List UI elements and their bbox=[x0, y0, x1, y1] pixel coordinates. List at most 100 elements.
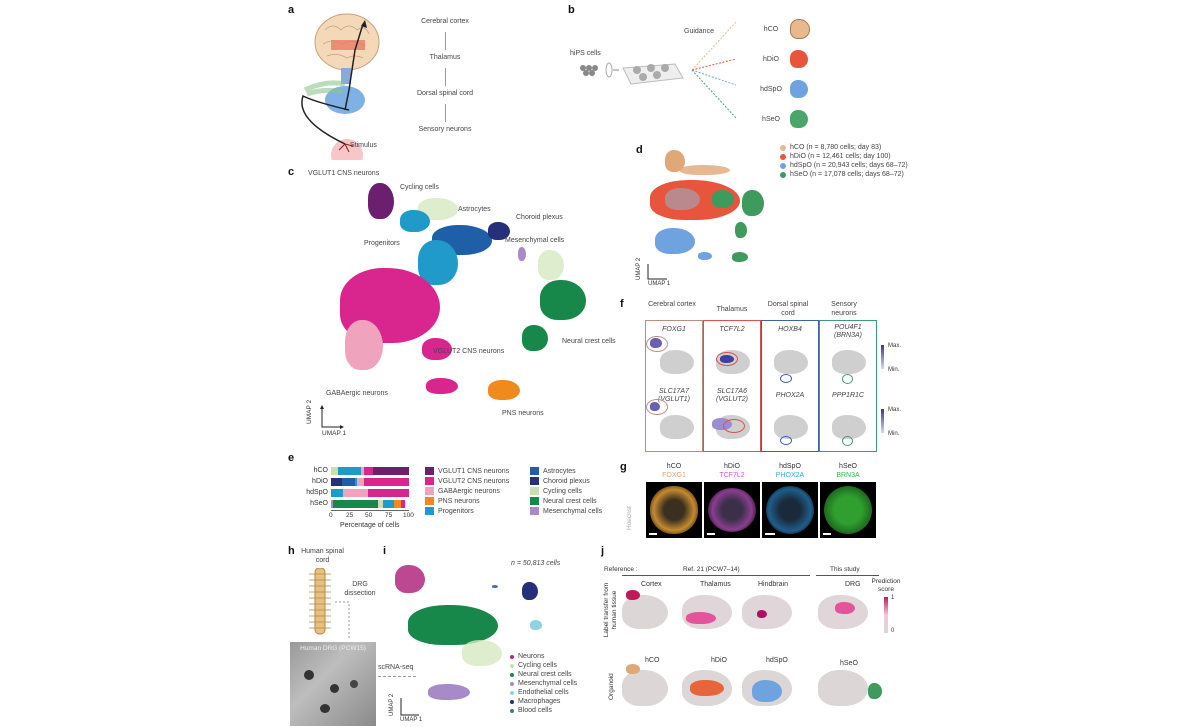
legend-item: Endothelial cells bbox=[510, 688, 577, 697]
drg-microscopy-image: Human DRG (PCW15) bbox=[290, 642, 376, 726]
legend-item: Progenitors bbox=[425, 506, 509, 516]
bar-row: hDiO bbox=[300, 477, 409, 486]
legend-item: Astrocytes bbox=[530, 466, 602, 476]
reference-divider bbox=[622, 575, 810, 576]
legend-item: Mesenchymal cells bbox=[530, 506, 602, 516]
hoechst-label: Hoechst bbox=[626, 506, 633, 530]
umap-endothelial bbox=[530, 620, 542, 630]
bar-segment bbox=[363, 466, 374, 475]
bar-segment bbox=[331, 488, 343, 497]
organoid-column-label: hSeO bbox=[840, 660, 858, 667]
umap-axes-icon bbox=[320, 405, 344, 429]
x-axis-title: Percentage of cells bbox=[340, 522, 400, 529]
legend-item: GABAergic neurons bbox=[425, 486, 509, 496]
column-title: Dorsal spinal cord bbox=[767, 301, 809, 317]
legend-item: VGLUT2 CNS neurons bbox=[425, 476, 509, 486]
gene-label: SLC17A7 (VGLUT1) bbox=[658, 388, 690, 403]
bar-segment bbox=[341, 477, 356, 486]
bar-segment bbox=[338, 466, 361, 475]
umap-cluster-vglut1 bbox=[368, 183, 394, 219]
umap-cluster-cycling bbox=[418, 198, 458, 220]
umap-y-label: UMAP 2 bbox=[389, 693, 395, 716]
scale-min-label: Min. bbox=[888, 367, 900, 373]
thalamus-box bbox=[703, 320, 761, 452]
scale-max-label: Max. bbox=[888, 407, 902, 413]
organoid-highlight bbox=[690, 680, 724, 696]
scrna-seq-label: scRNA-seq bbox=[378, 664, 414, 671]
prediction-score-title: Prediction score bbox=[871, 578, 901, 593]
umap-macrophages bbox=[522, 582, 538, 600]
bar-segment bbox=[357, 477, 364, 486]
umap-hseo-c bbox=[742, 190, 764, 216]
hdspo-microscopy-image bbox=[762, 482, 818, 538]
gene-label: POU4F1 (BRN3A) bbox=[833, 324, 862, 339]
cluster-label: Mesenchymal cells bbox=[505, 237, 565, 244]
reference-label: Reference : bbox=[604, 566, 638, 573]
feature-umap bbox=[832, 350, 866, 374]
cluster-label: VGLUT1 CNS neurons bbox=[308, 170, 380, 177]
prediction-hotspot bbox=[626, 590, 640, 600]
x-axis: 0 25 50 75 100 bbox=[329, 510, 414, 519]
dissection-dashed-line bbox=[335, 601, 350, 638]
bar-segment bbox=[332, 499, 378, 508]
spinal-cord-illustration bbox=[309, 568, 331, 635]
prediction-colorbar bbox=[884, 597, 888, 633]
organoid-item: hSeO bbox=[752, 104, 832, 134]
umap-hseo-d bbox=[732, 252, 748, 262]
legend-item: hSeO (n = 17,078 cells; days 68–72) bbox=[780, 170, 908, 179]
highlight-circle bbox=[780, 436, 792, 445]
gene-label: PPP1R1C bbox=[832, 392, 864, 399]
umap-cluster-cycling-b bbox=[538, 250, 564, 280]
bar-segment bbox=[377, 499, 384, 508]
umap-axes-icon bbox=[400, 698, 419, 716]
scrna-seq-arrow bbox=[378, 676, 416, 677]
bar-segment bbox=[368, 488, 409, 497]
pathway-step: Dorsal spinal cord bbox=[416, 90, 474, 97]
legend-item: Cycling cells bbox=[530, 486, 602, 496]
panel-label-d: d bbox=[636, 144, 643, 156]
umap-cluster-neural-crest bbox=[540, 280, 586, 320]
umap-cluster-neural-crest-b bbox=[522, 325, 548, 351]
scale-max-label: 1 bbox=[891, 595, 895, 601]
hdspo-organoid-icon bbox=[790, 80, 808, 98]
bar-segment bbox=[363, 477, 409, 486]
stimulus-label: Stimulus bbox=[350, 142, 377, 149]
image-header: hDiO TCF7L2 bbox=[719, 463, 745, 479]
hips-to-plate-illustration bbox=[580, 62, 684, 85]
cluster-label: VGLUT2 CNS neurons bbox=[433, 348, 505, 355]
pathway-step: Thalamus bbox=[429, 54, 461, 61]
column-title: Thalamus bbox=[716, 306, 748, 313]
organoid-highlight bbox=[868, 683, 882, 699]
prediction-hotspot bbox=[757, 610, 767, 618]
feature-umap bbox=[774, 350, 808, 374]
stacked-bar-hdspo bbox=[331, 488, 409, 497]
umap-mesenchymal bbox=[428, 684, 470, 700]
cluster-label: Neural crest cells bbox=[562, 338, 616, 345]
umap-cluster-mesenchymal bbox=[518, 247, 526, 261]
label-transfer-umap-cortex bbox=[622, 595, 668, 629]
legend-item: Macrophages bbox=[510, 697, 577, 706]
umap-neural-crest bbox=[408, 605, 498, 645]
feature-umap bbox=[660, 415, 694, 439]
stacked-bar-chart: hCO hDiO hdSpO hSeO 0 25 50 75 100 Perce… bbox=[300, 466, 414, 529]
cluster-label: PNS neurons bbox=[502, 410, 544, 417]
panel-label-e: e bbox=[288, 452, 295, 464]
cluster-label: Astrocytes bbox=[458, 206, 491, 213]
organoid-item: hCO bbox=[752, 14, 832, 44]
highlight-circle bbox=[646, 399, 668, 415]
column-label: DRG bbox=[845, 581, 861, 588]
hdio-dot-icon bbox=[780, 153, 786, 160]
bar-segment bbox=[360, 466, 364, 475]
bar-segment bbox=[401, 499, 406, 508]
hseo-dot-icon bbox=[780, 171, 786, 178]
organoid-umap-hseo bbox=[818, 670, 868, 706]
panel-e-legend-col1: VGLUT1 CNS neurons VGLUT2 CNS neurons GA… bbox=[425, 466, 509, 516]
umap-cluster-progenitors-a bbox=[400, 210, 430, 232]
bar-segment bbox=[383, 499, 395, 508]
bar-segment bbox=[373, 466, 409, 475]
gene-label: TCF7L2 bbox=[719, 326, 745, 333]
highlight-circle bbox=[716, 352, 738, 366]
umap-cluster-vglut2-b bbox=[422, 338, 452, 360]
scale-min-label: 0 bbox=[891, 628, 895, 634]
cerebral-cortex-box bbox=[645, 320, 703, 452]
